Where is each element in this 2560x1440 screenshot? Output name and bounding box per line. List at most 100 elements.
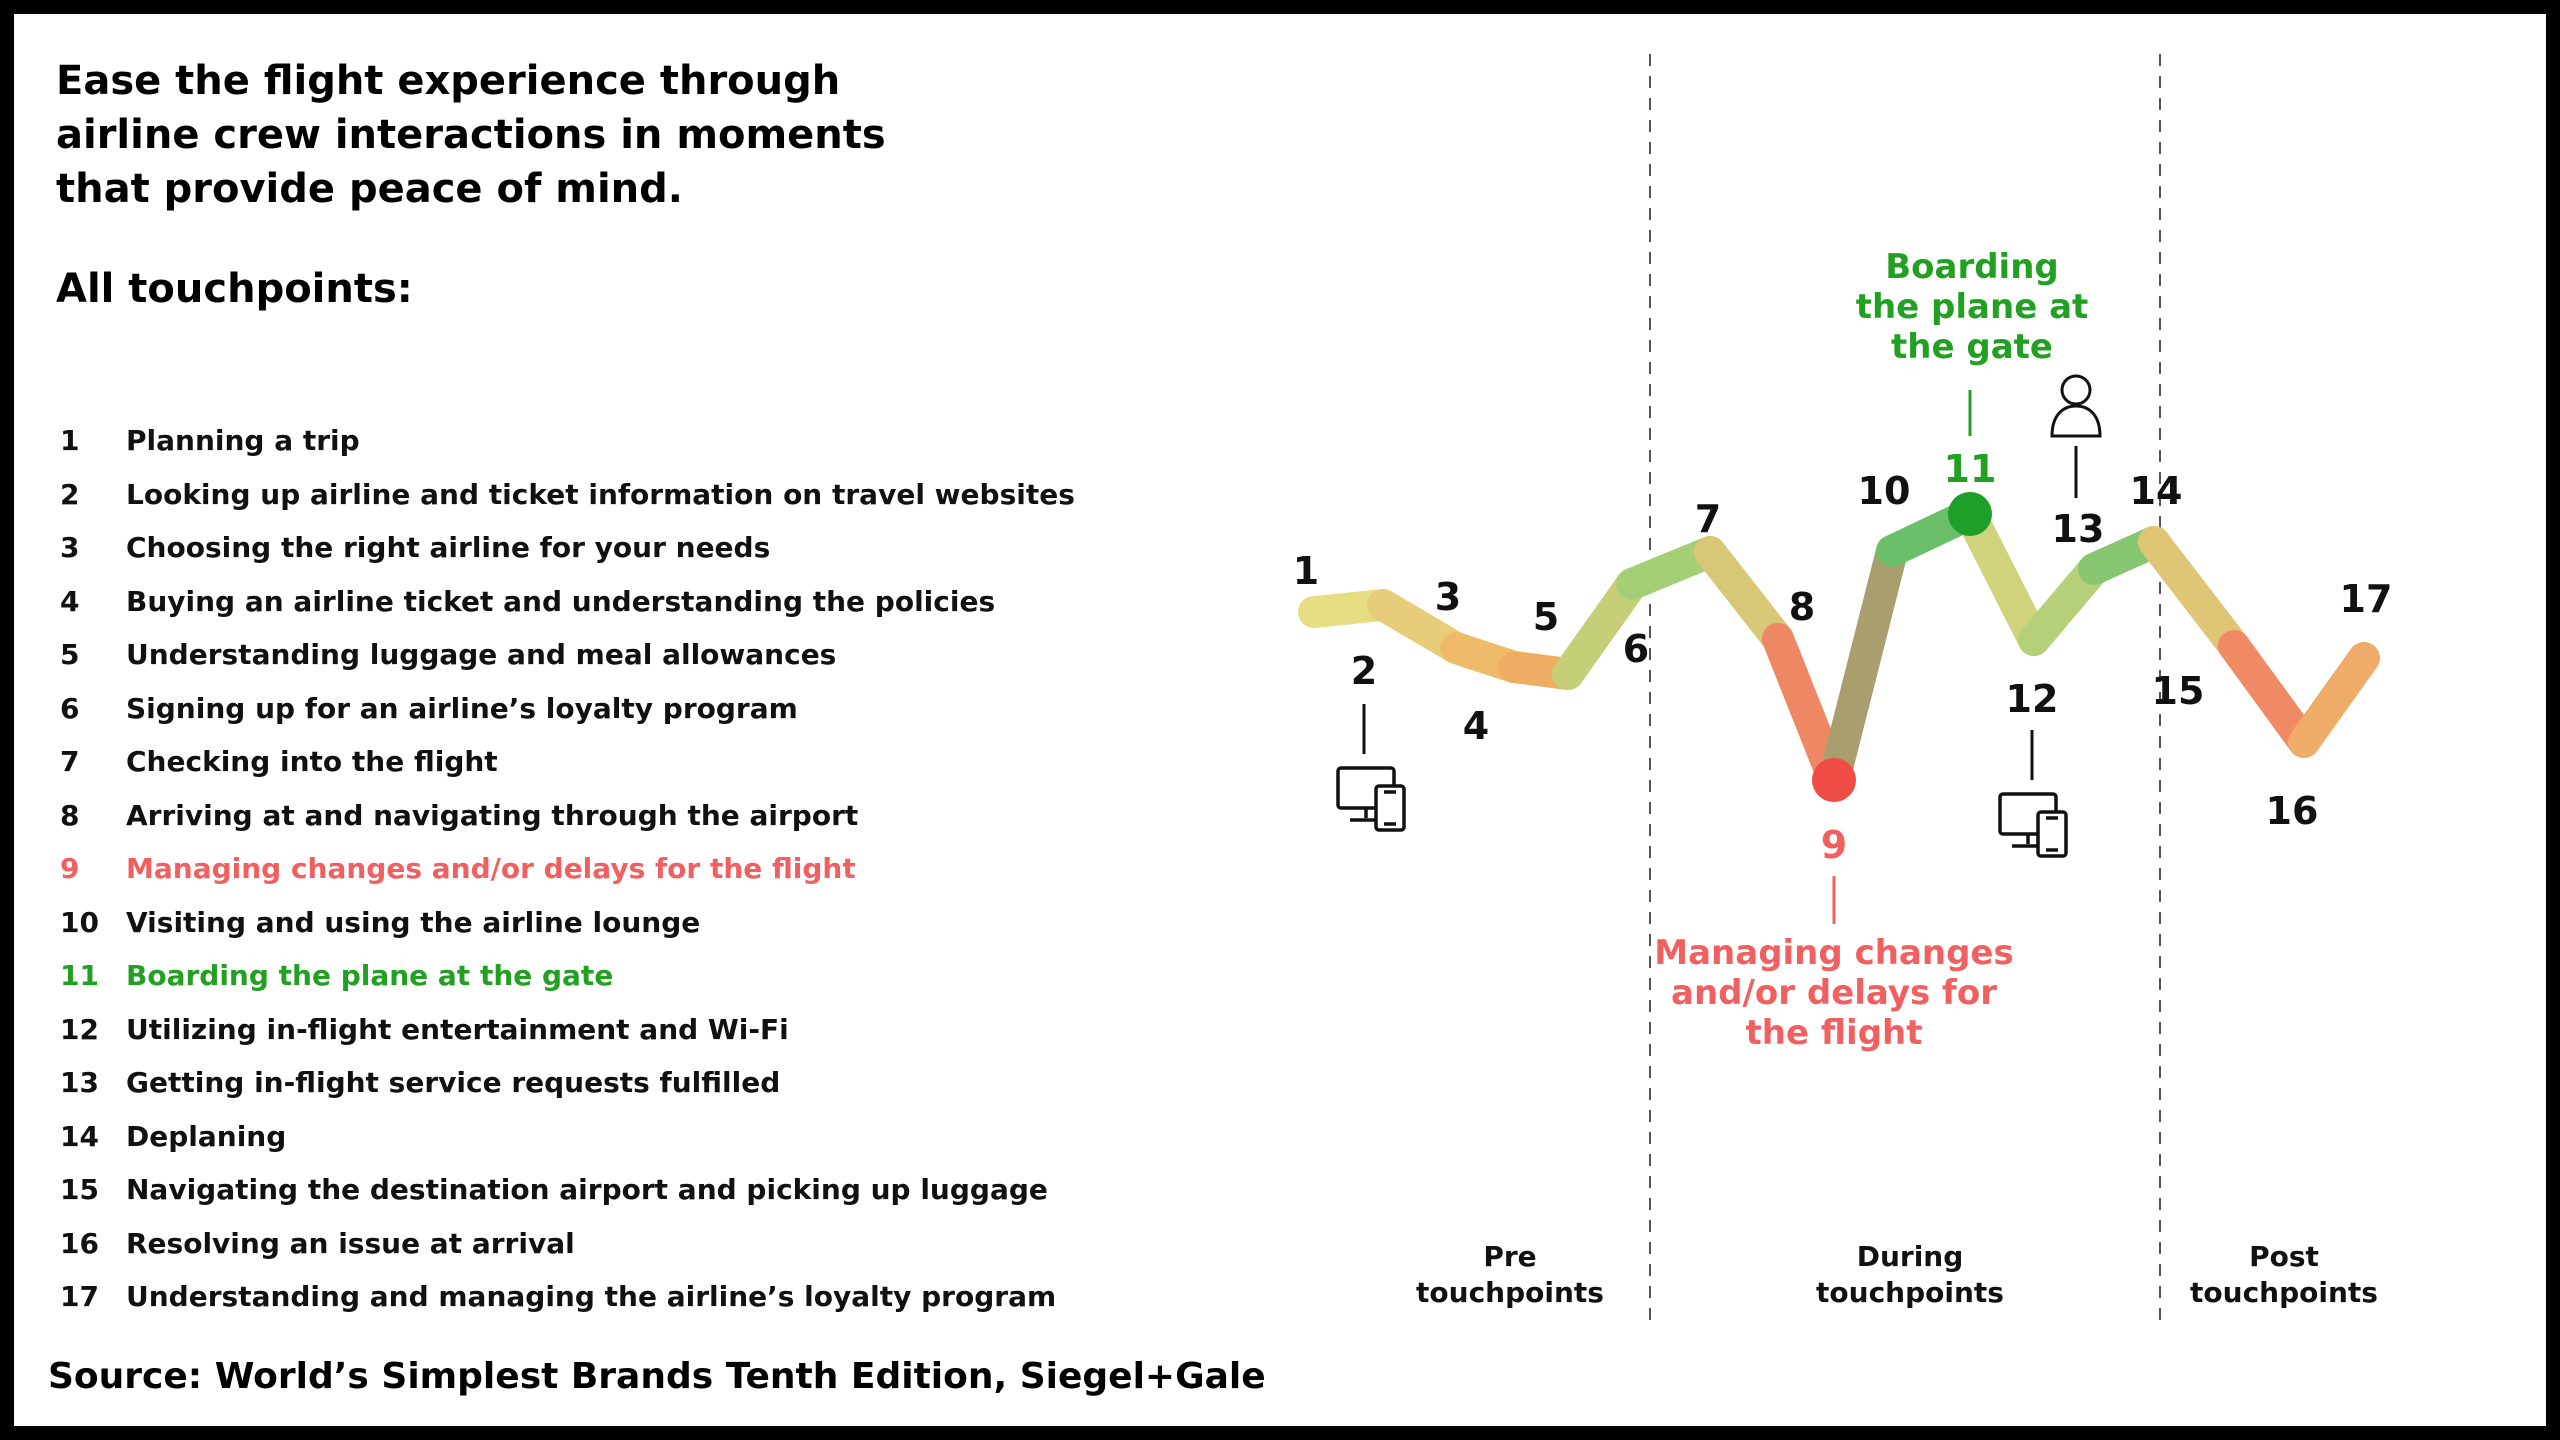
touchpoint-item-8: 8 Arriving at and navigating through the … <box>60 799 1075 853</box>
touchpoint-item-10: 10 Visiting and using the airline lounge <box>60 906 1075 960</box>
touchpoint-number: 12 <box>60 1012 99 1046</box>
touchpoint-label: Understanding luggage and meal allowance… <box>126 638 837 671</box>
phase-label-post: Post <box>2249 1240 2319 1273</box>
phase-label-during-sub: touchpoints <box>1816 1276 2004 1309</box>
touchpoint-number: 3 <box>60 531 80 564</box>
callout-line: the gate <box>1891 327 2053 367</box>
callout-managing-changes: Managing changes and/or delays for the f… <box>1654 933 2013 1053</box>
touchpoint-item-1: 1 Planning a trip <box>60 424 1075 478</box>
touchpoint-number: 14 <box>60 1119 99 1153</box>
stage-number-14: 14 <box>2130 469 2183 513</box>
touchpoint-item-2: 2 Looking up airline and ticket informati… <box>60 478 1075 532</box>
path-segment <box>1694 536 1794 655</box>
touchpoint-item-7: 7 Checking into the flight <box>60 745 1075 799</box>
touchpoint-item-3: 3 Choosing the right airline for your nee… <box>60 531 1075 585</box>
path-segment <box>2138 526 2250 662</box>
callout-line: Boarding <box>1885 247 2059 287</box>
touchpoint-label: Buying an airline ticket and understandi… <box>126 584 996 618</box>
stage-number-13: 13 <box>2052 507 2105 551</box>
path-segment <box>2288 642 2380 758</box>
touchpoint-number: 8 <box>60 798 80 832</box>
list-title: All touchpoints: <box>56 266 413 312</box>
touchpoint-label: Signing up for an airline’s loyalty prog… <box>126 691 798 725</box>
touchpoint-number: 16 <box>60 1226 99 1260</box>
touchpoint-number: 15 <box>60 1173 99 1206</box>
stage-number-4: 4 <box>1463 704 1489 748</box>
path-segment <box>1954 498 2050 656</box>
touchpoint-label: Arriving at and navigating through the a… <box>126 798 859 832</box>
stage-number-2: 2 <box>1351 649 1377 693</box>
touchpoint-label: Visiting and using the airline lounge <box>126 905 701 939</box>
touchpoint-item-4: 4 Buying an airline ticket and understand… <box>60 585 1075 639</box>
touchpoint-label: Deplaning <box>126 1119 287 1153</box>
infographic-card: Ease the flight experience through airli… <box>14 14 2546 1426</box>
stage-number-3: 3 <box>1435 575 1461 619</box>
path-segment <box>2218 630 2320 758</box>
touchpoint-number: 5 <box>60 638 80 671</box>
journey-path <box>1298 498 2380 796</box>
touchpoint-item-15: 15 Navigating the destination airport and… <box>60 1173 1075 1227</box>
stage-number-7: 7 <box>1695 497 1721 541</box>
stage-number-11: 11 <box>1944 447 1997 491</box>
phase-label-during: During <box>1857 1240 1964 1273</box>
low-point-marker <box>1812 758 1856 802</box>
stage-number-10: 10 <box>1858 469 1911 513</box>
touchpoint-number: 7 <box>60 745 80 778</box>
journey-map: 1 2 3 4 5 6 7 8 9 10 11 12 13 14 15 16 1… <box>1293 54 2393 1324</box>
touchpoint-number: 9 <box>60 852 80 885</box>
touchpoint-number: 2 <box>60 477 80 511</box>
touchpoint-number: 1 <box>60 424 80 457</box>
devices-icon <box>1336 766 1406 832</box>
phase-label-pre: Pre <box>1483 1240 1536 1273</box>
touchpoint-item-12: 12 Utilizing in-flight entertainment and … <box>60 1013 1075 1067</box>
touchpoint-number: 4 <box>60 584 80 618</box>
headline: Ease the flight experience through airli… <box>56 58 886 212</box>
touchpoint-number: 10 <box>60 905 99 939</box>
touchpoint-label: Resolving an issue at arrival <box>126 1226 575 1260</box>
devices-icon <box>1998 792 2068 858</box>
stage-number-17: 17 <box>2340 577 2393 621</box>
touchpoint-label: Choosing the right airline for your need… <box>126 531 771 564</box>
touchpoint-item-9: 9 Managing changes and/or delays for the … <box>60 852 1075 906</box>
phase-label-post-sub: touchpoints <box>2190 1276 2378 1309</box>
touchpoint-label: Boarding the plane at the gate <box>126 959 614 992</box>
touchpoint-number: 11 <box>60 959 99 992</box>
stage-number-6: 6 <box>1623 627 1649 671</box>
stage-number-8: 8 <box>1789 585 1815 629</box>
touchpoint-label: Understanding and managing the airline’s… <box>126 1280 1057 1313</box>
touchpoint-item-17: 17 Understanding and managing the airline… <box>60 1280 1075 1334</box>
callout-line: and/or delays for <box>1671 973 1997 1013</box>
touchpoint-item-16: 16 Resolving an issue at arrival <box>60 1227 1075 1281</box>
touchpoint-label: Planning a trip <box>126 424 360 457</box>
touchpoint-label: Navigating the destination airport and p… <box>126 1173 1048 1206</box>
callout-line: the plane at <box>1856 287 2089 327</box>
touchpoint-item-5: 5 Understanding luggage and meal allowanc… <box>60 638 1075 692</box>
stage-number-1: 1 <box>1293 549 1319 593</box>
touchpoint-label: Utilizing in-flight entertainment and Wi… <box>126 1012 789 1046</box>
touchpoint-label: Managing changes and/or delays for the f… <box>126 852 856 885</box>
person-icon <box>2050 374 2102 438</box>
high-point-marker <box>1948 492 1992 536</box>
stage-number-12: 12 <box>2006 677 2059 721</box>
touchpoint-label: Looking up airline and ticket informatio… <box>126 477 1075 511</box>
callout-line: the flight <box>1745 1013 1922 1053</box>
phase-label-pre-sub: touchpoints <box>1416 1276 1604 1309</box>
touchpoint-list: 1 Planning a trip 2 Looking up airline and… <box>60 424 1075 1334</box>
touchpoint-item-14: 14 Deplaning <box>60 1120 1075 1174</box>
touchpoint-number: 17 <box>60 1280 99 1313</box>
source-citation: Source: World’s Simplest Brands Tenth Ed… <box>48 1356 1266 1397</box>
touchpoint-label: Checking into the flight <box>126 745 498 778</box>
phase-labels: Pre touchpoints During touchpoints Post … <box>1416 1240 2378 1309</box>
stage-number-16: 16 <box>2266 789 2319 833</box>
callout-boarding: Boarding the plane at the gate <box>1856 247 2089 367</box>
stage-number-15: 15 <box>2152 669 2205 713</box>
touchpoint-number: 13 <box>60 1066 99 1099</box>
stage-number-9: 9 <box>1821 823 1847 867</box>
path-segment <box>1818 535 1908 796</box>
path-segment <box>1552 568 1648 690</box>
touchpoint-number: 6 <box>60 691 80 725</box>
touchpoint-item-11: 11 Boarding the plane at the gate <box>60 959 1075 1013</box>
stage-number-5: 5 <box>1533 595 1559 639</box>
callout-line: Managing changes <box>1654 933 2013 973</box>
